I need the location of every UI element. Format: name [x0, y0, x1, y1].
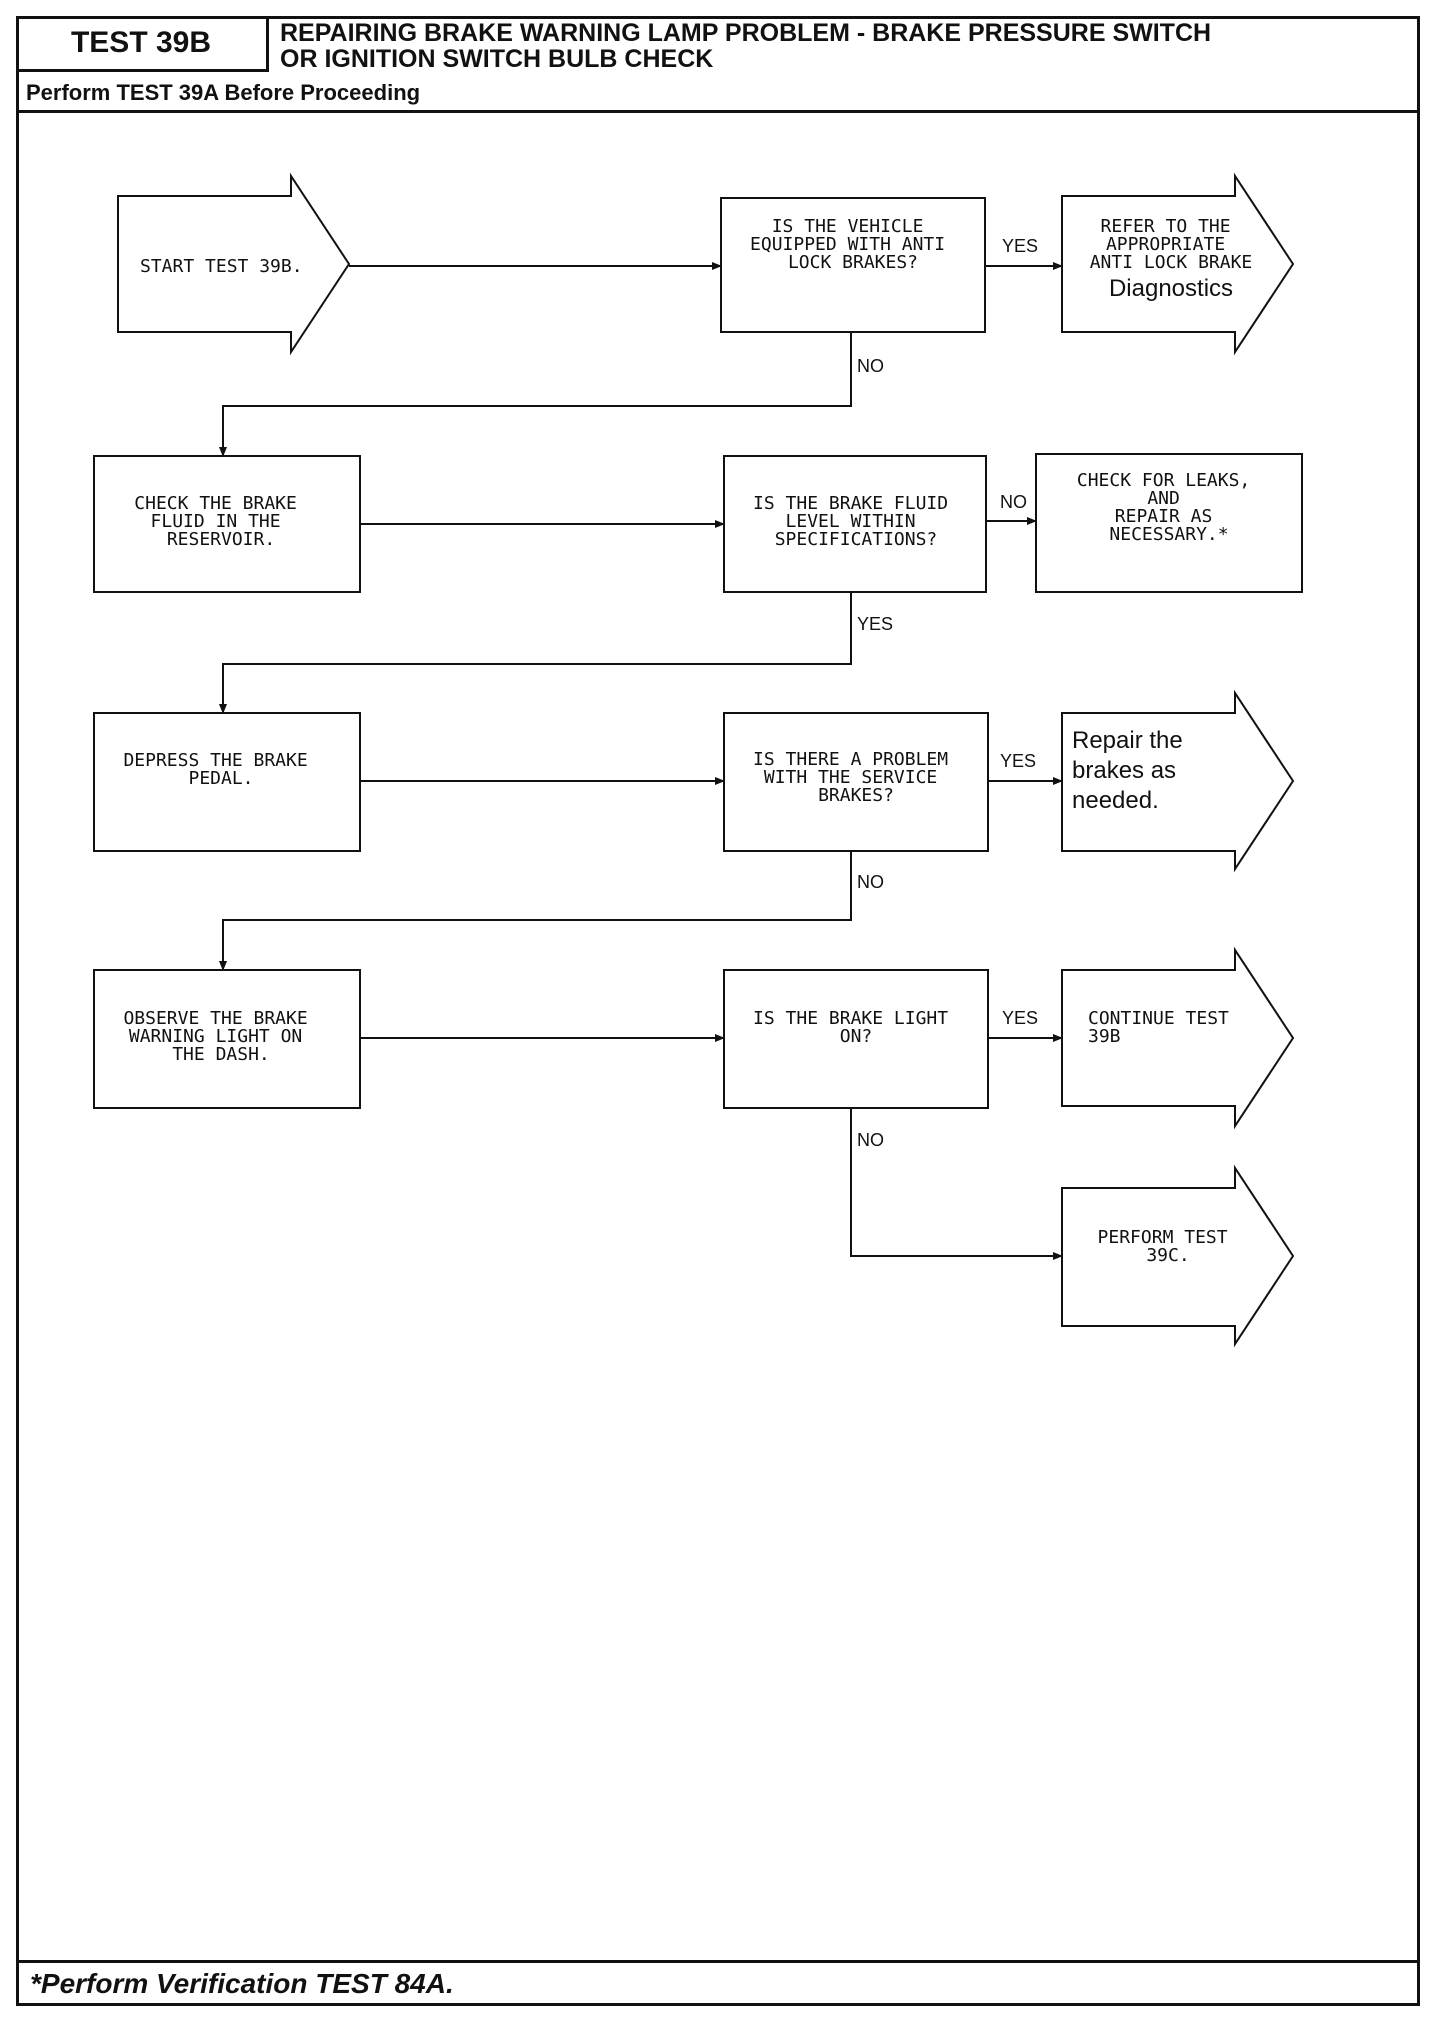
q4-no-label: NO — [857, 1130, 884, 1150]
r2-text: CHECK FOR LEAKS, AND REPAIR AS NECESSARY… — [1077, 470, 1261, 545]
footer-divider — [16, 1960, 1420, 1963]
page-frame — [16, 16, 1420, 2006]
r3-text: Repair the brakes as needed. — [1072, 727, 1189, 814]
start-arrow-shape — [117, 172, 351, 356]
s3-text: DEPRESS THE BRAKE PEDAL. — [123, 750, 318, 789]
q3-no-label: NO — [857, 872, 884, 892]
q1-no-label: NO — [857, 356, 884, 376]
r1-arrow-shape — [1061, 172, 1295, 356]
start-label: START TEST 39B. — [140, 256, 303, 277]
q3-yes-label: YES — [1000, 751, 1036, 771]
r4-text: CONTINUE TEST 39B — [1088, 1008, 1240, 1047]
q1-text: IS THE VEHICLE EQUIPPED WITH ANTI LOCK B… — [750, 216, 956, 273]
q4-yes-label: YES — [1002, 1008, 1038, 1028]
r1-diagnostics: Diagnostics — [1109, 275, 1233, 302]
r4-arrow-shape — [1061, 946, 1295, 1130]
title-line-2: OR IGNITION SWITCH BULB CHECK — [280, 45, 714, 73]
r3-arrow-shape — [1061, 689, 1295, 873]
connector-q1-s2 — [219, 332, 852, 457]
test-id: TEST 39B — [16, 16, 269, 72]
header-divider — [16, 110, 1420, 113]
r5-text: PERFORM TEST 39C. — [1098, 1227, 1239, 1266]
q2-no-label: NO — [1000, 492, 1027, 512]
title-line-1: REPAIRING BRAKE WARNING LAMP PROBLEM - B… — [280, 19, 1212, 47]
q3-text: IS THERE A PROBLEM WITH THE SERVICE BRAK… — [753, 749, 959, 806]
verification-note: *Perform Verification TEST 84A. — [30, 1968, 454, 1999]
q4-text: IS THE BRAKE LIGHT ON? — [753, 1008, 959, 1047]
connector-q4-r5 — [850, 1108, 1063, 1260]
s4-text: OBSERVE THE BRAKE WARNING LIGHT ON THE D… — [123, 1008, 318, 1065]
r5-arrow-shape — [1061, 1164, 1295, 1348]
q1-yes-label: YES — [1002, 236, 1038, 256]
q2-yes-label: YES — [857, 614, 893, 634]
page-title: REPAIRING BRAKE WARNING LAMP PROBLEM - B… — [280, 20, 1400, 72]
s2-text: CHECK THE BRAKE FLUID IN THE RESERVOIR. — [134, 493, 307, 550]
connector-q2-s3 — [219, 592, 852, 714]
r1-text: REFER TO THE APPROPRIATE ANTI LOCK BRAKE — [1090, 216, 1253, 273]
prerequisite-note: Perform TEST 39A Before Proceeding — [26, 80, 421, 105]
connector-q3-s4 — [219, 851, 852, 971]
q2-text: IS THE BRAKE FLUID LEVEL WITHIN SPECIFIC… — [753, 493, 959, 550]
